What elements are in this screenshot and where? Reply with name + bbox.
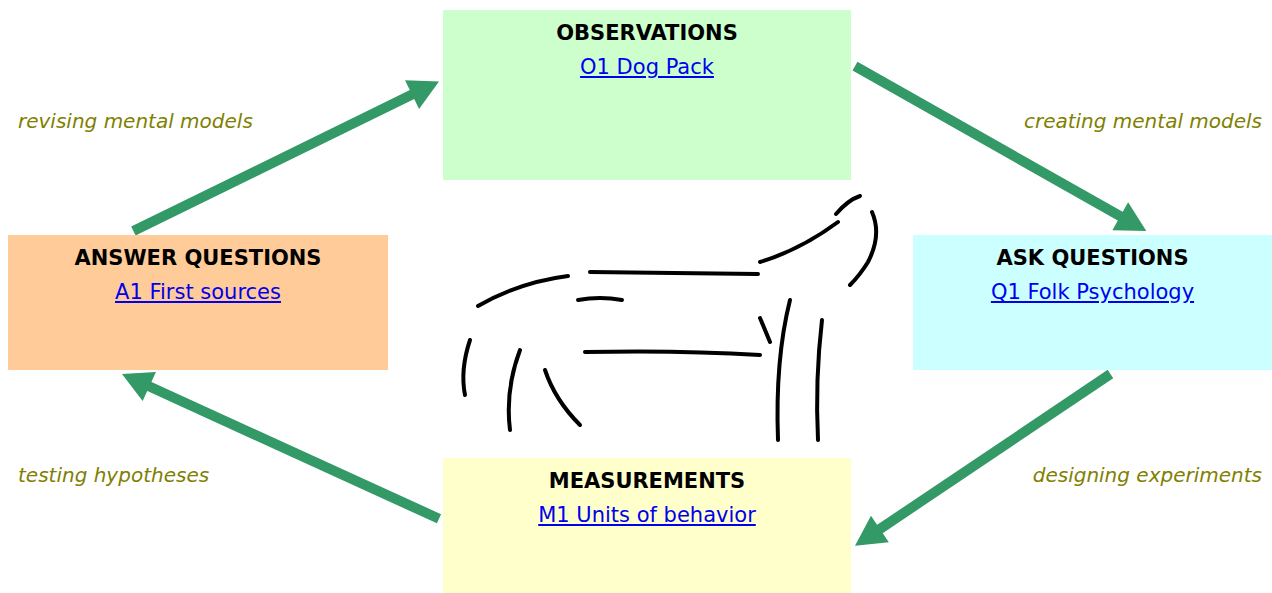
stage-box: ANSWER QUESTIONS A1 First sources bbox=[8, 235, 388, 370]
process-label: creating mental models bbox=[1021, 108, 1265, 134]
topic-link: A1 First sources bbox=[115, 278, 281, 307]
cycle-arrow bbox=[146, 385, 439, 519]
link-row: M1 Units of behavior bbox=[455, 495, 839, 530]
link-row: O1 Dog Pack bbox=[455, 47, 839, 82]
cycle-arrow bbox=[855, 66, 1124, 218]
arrow-head bbox=[855, 516, 889, 546]
arrow-head bbox=[405, 80, 439, 109]
process-label: revising mental models bbox=[15, 108, 256, 134]
cycle-arrow bbox=[877, 374, 1111, 531]
topic-link: Q1 Folk Psychology bbox=[991, 278, 1194, 307]
arrow-head bbox=[122, 372, 156, 401]
stage-box: OBSERVATIONS O1 Dog Pack bbox=[443, 10, 851, 180]
process-label: designing experiments bbox=[1030, 462, 1265, 488]
stage-heading: OBSERVATIONS bbox=[455, 20, 839, 47]
topic-link: O1 Dog Pack bbox=[580, 53, 714, 82]
topic-link: M1 Units of behavior bbox=[538, 501, 756, 530]
arrow-head bbox=[1112, 202, 1146, 231]
stage-box: MEASUREMENTS M1 Units of behavior bbox=[443, 458, 851, 593]
link-row: Q1 Folk Psychology bbox=[925, 272, 1260, 307]
stage-heading: ASK QUESTIONS bbox=[925, 245, 1260, 272]
process-label: testing hypotheses bbox=[15, 462, 212, 488]
stage-heading: ANSWER QUESTIONS bbox=[20, 245, 376, 272]
stage-box: ASK QUESTIONS Q1 Folk Psychology bbox=[913, 235, 1272, 370]
stage-heading: MEASUREMENTS bbox=[455, 468, 839, 495]
link-row: A1 First sources bbox=[20, 272, 376, 307]
